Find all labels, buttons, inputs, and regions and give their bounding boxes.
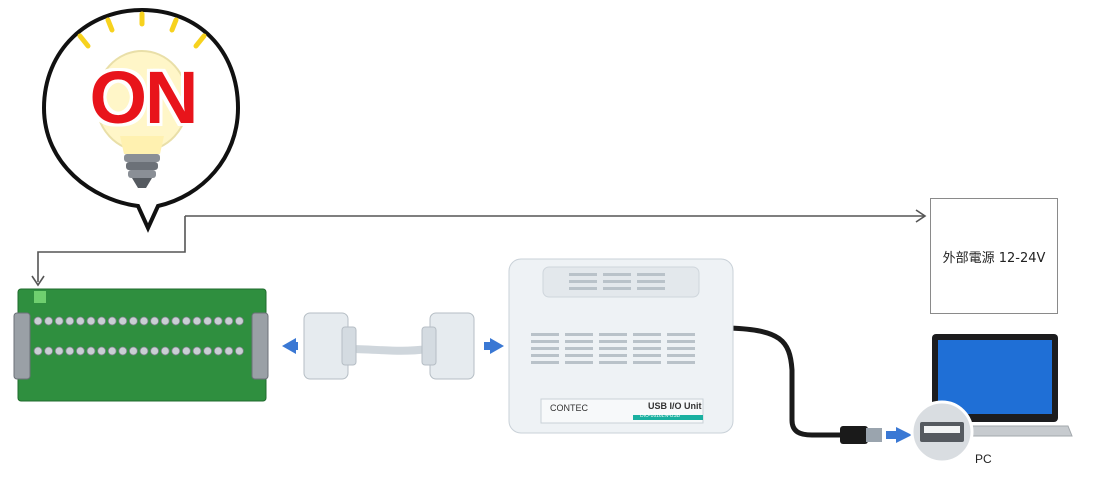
screw-terminal xyxy=(45,347,53,355)
vent-slot xyxy=(633,340,661,343)
dsub-right-plug xyxy=(430,313,474,379)
screw-terminal xyxy=(76,317,84,325)
pc-label: PC xyxy=(975,452,992,466)
unit-subtitle: DIO-1616LN-USB xyxy=(640,413,680,419)
screw-terminal xyxy=(98,347,106,355)
screw-terminal xyxy=(108,347,116,355)
screw-terminal xyxy=(204,317,212,325)
left-connector xyxy=(14,313,30,379)
screw-terminal xyxy=(45,317,53,325)
screw-terminal xyxy=(151,317,159,325)
vent-slot xyxy=(633,333,661,336)
vent-slot xyxy=(531,347,559,350)
vent-slot xyxy=(531,333,559,336)
screw-terminal xyxy=(172,347,180,355)
screw-terminal xyxy=(66,317,74,325)
power-supply-label: 外部電源 12-24V xyxy=(943,247,1046,266)
vent-slot xyxy=(599,361,627,364)
vent-slot xyxy=(603,287,631,290)
dsub-cable xyxy=(298,305,483,387)
vent-slot xyxy=(599,333,627,336)
screw-terminal xyxy=(193,347,201,355)
right-connector xyxy=(252,313,268,379)
screw-terminal xyxy=(129,317,137,325)
screw-terminal xyxy=(161,317,169,325)
usb-port-zoom xyxy=(910,400,974,464)
vent-slot xyxy=(637,273,665,276)
arrow-usb-shaft xyxy=(886,431,897,439)
screw-terminal xyxy=(214,347,222,355)
vent-slot xyxy=(531,361,559,364)
power-supply-box: 外部電源 12-24V xyxy=(930,198,1058,314)
arrow-right-shaft xyxy=(484,342,491,350)
vent-slot xyxy=(531,354,559,357)
arrow-right-icon xyxy=(490,338,504,354)
dsub-left-plug xyxy=(304,313,348,379)
screw-terminal xyxy=(55,317,63,325)
screw-terminal xyxy=(108,317,116,325)
vent-slot xyxy=(637,287,665,290)
screw-terminal xyxy=(87,317,95,325)
screw-terminal xyxy=(55,347,63,355)
vent-slot xyxy=(531,340,559,343)
vent-slot xyxy=(599,340,627,343)
vent-slot xyxy=(637,280,665,283)
vent-slot xyxy=(565,347,593,350)
vent-slot xyxy=(667,347,695,350)
usb-cable xyxy=(730,328,845,435)
vent-slot xyxy=(565,354,593,357)
screw-terminal xyxy=(140,317,148,325)
screw-terminal xyxy=(225,347,233,355)
vent-slot xyxy=(667,340,695,343)
screw-terminal xyxy=(66,347,74,355)
unit-title: USB I/O Unit xyxy=(648,401,702,411)
usb-plug-body xyxy=(840,426,868,444)
vent-slot xyxy=(633,354,661,357)
screw-terminal xyxy=(235,347,243,355)
screw-terminal xyxy=(151,347,159,355)
screw-terminal xyxy=(214,317,222,325)
vent-slot xyxy=(599,354,627,357)
terminal-board xyxy=(14,285,270,403)
usb-plug-metal xyxy=(866,428,882,442)
screw-terminal xyxy=(98,317,106,325)
vent-slot xyxy=(569,287,597,290)
screw-terminal xyxy=(34,347,42,355)
screw-terminal xyxy=(225,317,233,325)
screw-terminal xyxy=(161,347,169,355)
vent-slot xyxy=(633,347,661,350)
screw-terminal xyxy=(193,317,201,325)
screw-terminal xyxy=(182,317,190,325)
screw-terminal xyxy=(204,347,212,355)
screw-terminal xyxy=(119,347,127,355)
on-text: ON xyxy=(78,58,208,138)
vent-slot xyxy=(565,340,593,343)
vent-slot xyxy=(565,361,593,364)
unit-brand: CONTEC xyxy=(550,403,588,413)
screw-terminal xyxy=(235,317,243,325)
screw-terminal xyxy=(182,347,190,355)
vent-slot xyxy=(603,273,631,276)
screw-terminal xyxy=(140,347,148,355)
power-terminal xyxy=(34,291,46,303)
vent-slot xyxy=(667,354,695,357)
vent-slot xyxy=(565,333,593,336)
screw-terminal xyxy=(119,317,127,325)
vent-slot xyxy=(603,280,631,283)
screw-terminal xyxy=(87,347,95,355)
screw-terminal xyxy=(129,347,137,355)
vent-slot xyxy=(599,347,627,350)
screw-terminal xyxy=(172,317,180,325)
vent-slot xyxy=(667,333,695,336)
vent-slot xyxy=(633,361,661,364)
screw-terminal xyxy=(34,317,42,325)
vent-slot xyxy=(667,361,695,364)
vent-slot xyxy=(569,273,597,276)
vent-slot xyxy=(569,280,597,283)
screw-terminal xyxy=(76,347,84,355)
